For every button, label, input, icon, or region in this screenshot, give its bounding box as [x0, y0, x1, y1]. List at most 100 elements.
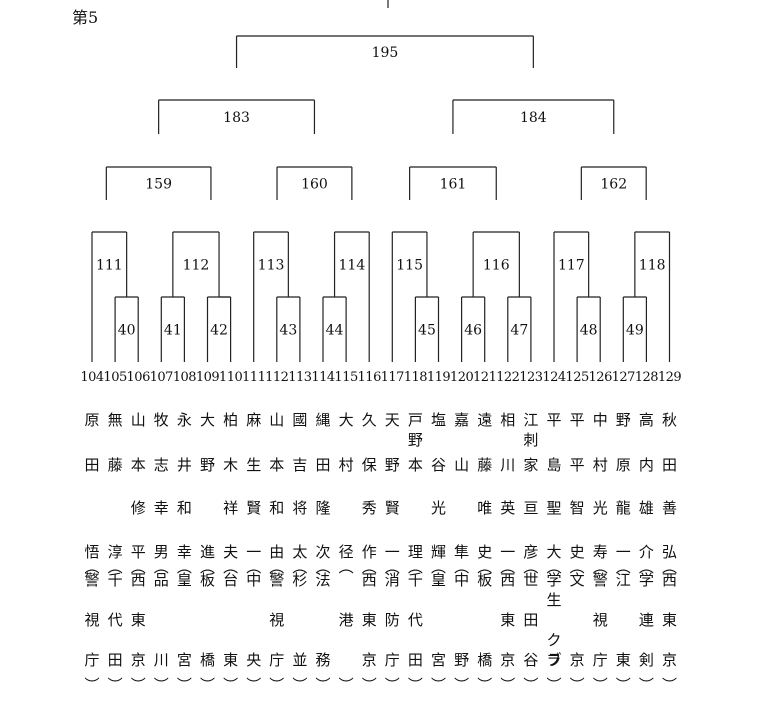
draw-number-110: 110: [219, 370, 243, 385]
player-20-char-a: 江: [523, 411, 538, 429]
player-5-char-c: 和: [177, 499, 192, 517]
player-16-affil-close: ︶: [431, 676, 446, 694]
draw-number-125: 125: [565, 370, 589, 385]
player-11-char-a: 縄: [315, 411, 330, 429]
player-5-affil-close: ︶: [177, 676, 192, 694]
player-19-char-a: 相: [500, 411, 515, 429]
player-24-char-e: 江: [616, 571, 631, 589]
player-23-char-e: 警: [593, 571, 608, 589]
match-49-label: 49: [626, 323, 644, 339]
player-8-char-d: 一: [246, 543, 261, 561]
player-1-char-a: 原: [84, 411, 99, 429]
player-25-char-c: 雄: [639, 499, 654, 517]
player-23-affil-close: ︶: [593, 676, 608, 694]
player-3-char-f: 東: [131, 611, 146, 629]
draw-number-122: 122: [496, 370, 519, 385]
player-4-char-d: 男: [154, 543, 169, 561]
match-111-label: 111: [96, 258, 123, 274]
player-9-char-a: 山: [269, 411, 284, 429]
player-6-char-d: 進: [200, 543, 215, 561]
draw-number-109: 109: [196, 370, 220, 385]
player-19-affil-close: ︶: [500, 676, 515, 694]
player-9-char-e: 警: [269, 571, 284, 589]
match-46-label: 46: [464, 323, 482, 339]
player-9-char-d: 由: [269, 543, 284, 561]
player-3-char-b: 本: [131, 456, 146, 474]
player-25-char-b: 内: [639, 456, 654, 474]
player-12-affil-open: ︵: [339, 558, 354, 576]
player-25-affil-close: ︶: [639, 676, 654, 694]
player-20-char-e: 世: [523, 571, 538, 589]
player-9-char-g: 庁: [269, 651, 284, 669]
player-14-char-c: 賢: [385, 499, 400, 517]
draw-number-120: 120: [450, 370, 474, 385]
player-10-affil-open: ︵: [292, 558, 307, 576]
player-26-char-g: 京: [662, 651, 677, 669]
player-26-char-b: 田: [662, 456, 677, 474]
player-1-char-d: 悟: [84, 543, 99, 561]
player-18-char-d: 史: [477, 543, 492, 561]
player-17-affil-close: ︶: [454, 676, 469, 694]
player-24-char-b: 原: [616, 456, 631, 474]
player-21-char-a: 平: [546, 411, 561, 429]
player-15-affil-open: ︵: [408, 558, 423, 576]
player-22-char-a: 平: [570, 411, 585, 429]
player-6-char-a: 大: [200, 411, 215, 429]
player-10-char-c: 将: [292, 499, 307, 517]
player-12-char-f: 港: [339, 611, 354, 629]
player-22-char-d: 史: [570, 543, 585, 561]
player-3-char-c: 修: [131, 499, 146, 517]
player-6-affil-close: ︶: [200, 676, 215, 694]
player-2-char-a: 無: [108, 411, 123, 429]
player-8-char-c: 賢: [246, 499, 261, 517]
player-15-char-e: 千: [408, 571, 423, 589]
player-7-affil-close: ︶: [223, 676, 238, 694]
player-5-char-b: 井: [177, 456, 192, 474]
player-21-char-e4: ラ: [546, 651, 561, 669]
player-24-char-c: 龍: [616, 499, 631, 517]
match-112-label: 112: [183, 258, 210, 274]
player-10-char-g: 並: [292, 651, 307, 669]
player-13-affil-close: ︶: [362, 676, 377, 694]
draw-number-112: 112: [265, 370, 288, 385]
draw-number-115: 115: [334, 370, 358, 385]
player-3-char-e: 西: [131, 571, 146, 589]
player-13-char-f: 東: [362, 611, 377, 629]
player-21-char-d: 大: [546, 543, 561, 561]
player-20-char-c: 亘: [523, 499, 538, 517]
player-26-char-d: 弘: [662, 543, 677, 561]
player-10-char-b: 吉: [292, 456, 307, 474]
match-161-label: 161: [440, 177, 467, 193]
draw-number-119: 119: [427, 370, 451, 385]
player-25-char-g: 剣: [639, 651, 654, 669]
player-4-char-e: 品: [154, 571, 169, 589]
match-162-label: 162: [600, 177, 627, 193]
player-26-char-f: 東: [662, 611, 677, 629]
player-14-char-g: 庁: [385, 651, 400, 669]
player-7-char-b: 木: [223, 456, 238, 474]
draw-number-107: 107: [150, 370, 174, 385]
player-22-affil-close: ︶: [570, 676, 585, 694]
player-19-char-f: 東: [500, 611, 515, 629]
match-41-label: 41: [164, 323, 182, 339]
player-9-affil-open: ︵: [269, 558, 284, 576]
match-43-label: 43: [279, 323, 297, 339]
player-2-char-g: 田: [108, 651, 123, 669]
player-13-char-g: 京: [362, 651, 377, 669]
player-17-char-g: 野: [454, 651, 469, 669]
player-2-char-b: 藤: [108, 456, 123, 474]
match-42-label: 42: [210, 323, 228, 339]
player-23-char-a: 中: [593, 411, 608, 429]
player-21-char-e: 学: [546, 571, 561, 589]
player-19-char-b: 川: [500, 456, 515, 474]
player-16-char-g: 宮: [431, 651, 446, 669]
player-16-char-a: 塩: [431, 411, 446, 429]
player-9-char-c: 和: [269, 499, 284, 517]
player-4-char-a: 牧: [154, 411, 169, 429]
player-6-affil-open: ︵: [200, 558, 215, 576]
player-7-char-e: 台: [223, 571, 238, 589]
player-17-char-b: 山: [454, 456, 469, 474]
player-3-affil-close: ︶: [131, 676, 146, 694]
